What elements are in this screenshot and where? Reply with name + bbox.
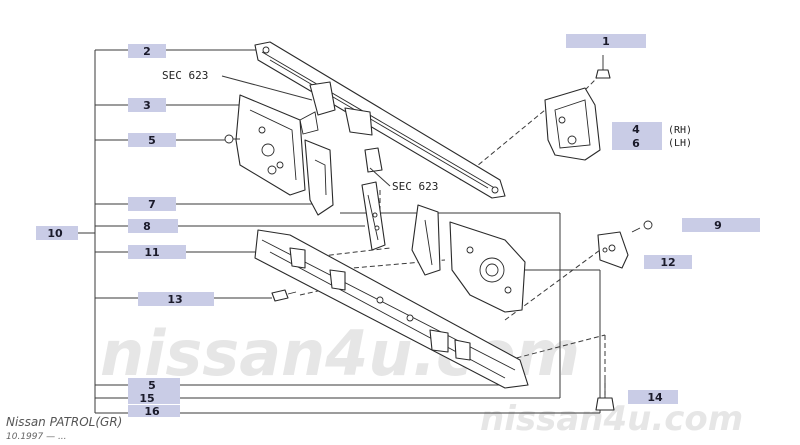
callout-3[interactable]: 3: [128, 98, 166, 112]
svg-text:15: 15: [139, 392, 154, 405]
bolt-1-icon: [595, 55, 611, 79]
bracket-12-part: [597, 231, 629, 269]
side-label-lh: (LH): [668, 138, 692, 149]
left-upper-panel-part: [235, 94, 334, 216]
upper-cross-member-part: [254, 41, 506, 199]
section-ref-lower: SEC 623: [392, 180, 438, 193]
svg-text:16: 16: [144, 405, 160, 418]
bolt-13-icon: [271, 289, 297, 302]
lower-cross-member-part: [254, 229, 529, 389]
bracket-4-6-part: [544, 87, 601, 161]
bolt-5-upper-icon: [224, 134, 240, 144]
callout-5-lower[interactable]: 5: [128, 378, 180, 392]
callout-12[interactable]: 12: [644, 255, 692, 269]
callout-10[interactable]: 10: [36, 226, 78, 240]
svg-text:10: 10: [47, 227, 63, 240]
footer-date: 10.1997 — ...: [6, 432, 67, 442]
svg-text:12: 12: [660, 256, 675, 269]
callout-7[interactable]: 7: [128, 197, 176, 211]
svg-text:5: 5: [148, 379, 156, 392]
svg-text:9: 9: [714, 219, 722, 232]
callout-9[interactable]: 9: [682, 218, 760, 232]
svg-text:4: 4: [632, 123, 640, 136]
svg-text:2: 2: [143, 45, 151, 58]
svg-text:13: 13: [167, 293, 182, 306]
bolt-14-icon: [595, 380, 615, 411]
center-stay-part: [361, 181, 386, 251]
bolt-9-icon: [631, 220, 653, 233]
callout-4[interactable]: 4: [612, 122, 662, 136]
svg-text:8: 8: [143, 220, 151, 233]
callout-8[interactable]: 8: [128, 219, 178, 233]
right-lower-panel-part: [411, 204, 526, 313]
callout-16[interactable]: 16: [128, 405, 180, 418]
svg-text:11: 11: [144, 246, 159, 259]
svg-text:1: 1: [602, 35, 610, 48]
callout-15[interactable]: 15: [128, 392, 180, 405]
footer-model: Nissan PATROL(GR): [6, 415, 122, 429]
svg-text:7: 7: [148, 198, 156, 211]
callout-13[interactable]: 13: [138, 292, 214, 306]
section-ref-upper: SEC 623: [162, 69, 208, 82]
callout-1[interactable]: 1: [566, 34, 646, 48]
callout-2[interactable]: 2: [128, 44, 166, 58]
svg-text:5: 5: [148, 134, 156, 147]
svg-text:14: 14: [647, 391, 663, 404]
callout-14[interactable]: 14: [628, 390, 678, 404]
callout-11[interactable]: 11: [128, 245, 186, 259]
callout-5-upper[interactable]: 5: [128, 133, 176, 147]
callout-6[interactable]: 6: [612, 136, 662, 150]
svg-text:3: 3: [143, 99, 151, 112]
side-label-rh: (RH): [668, 125, 692, 136]
svg-text:6: 6: [632, 137, 640, 150]
